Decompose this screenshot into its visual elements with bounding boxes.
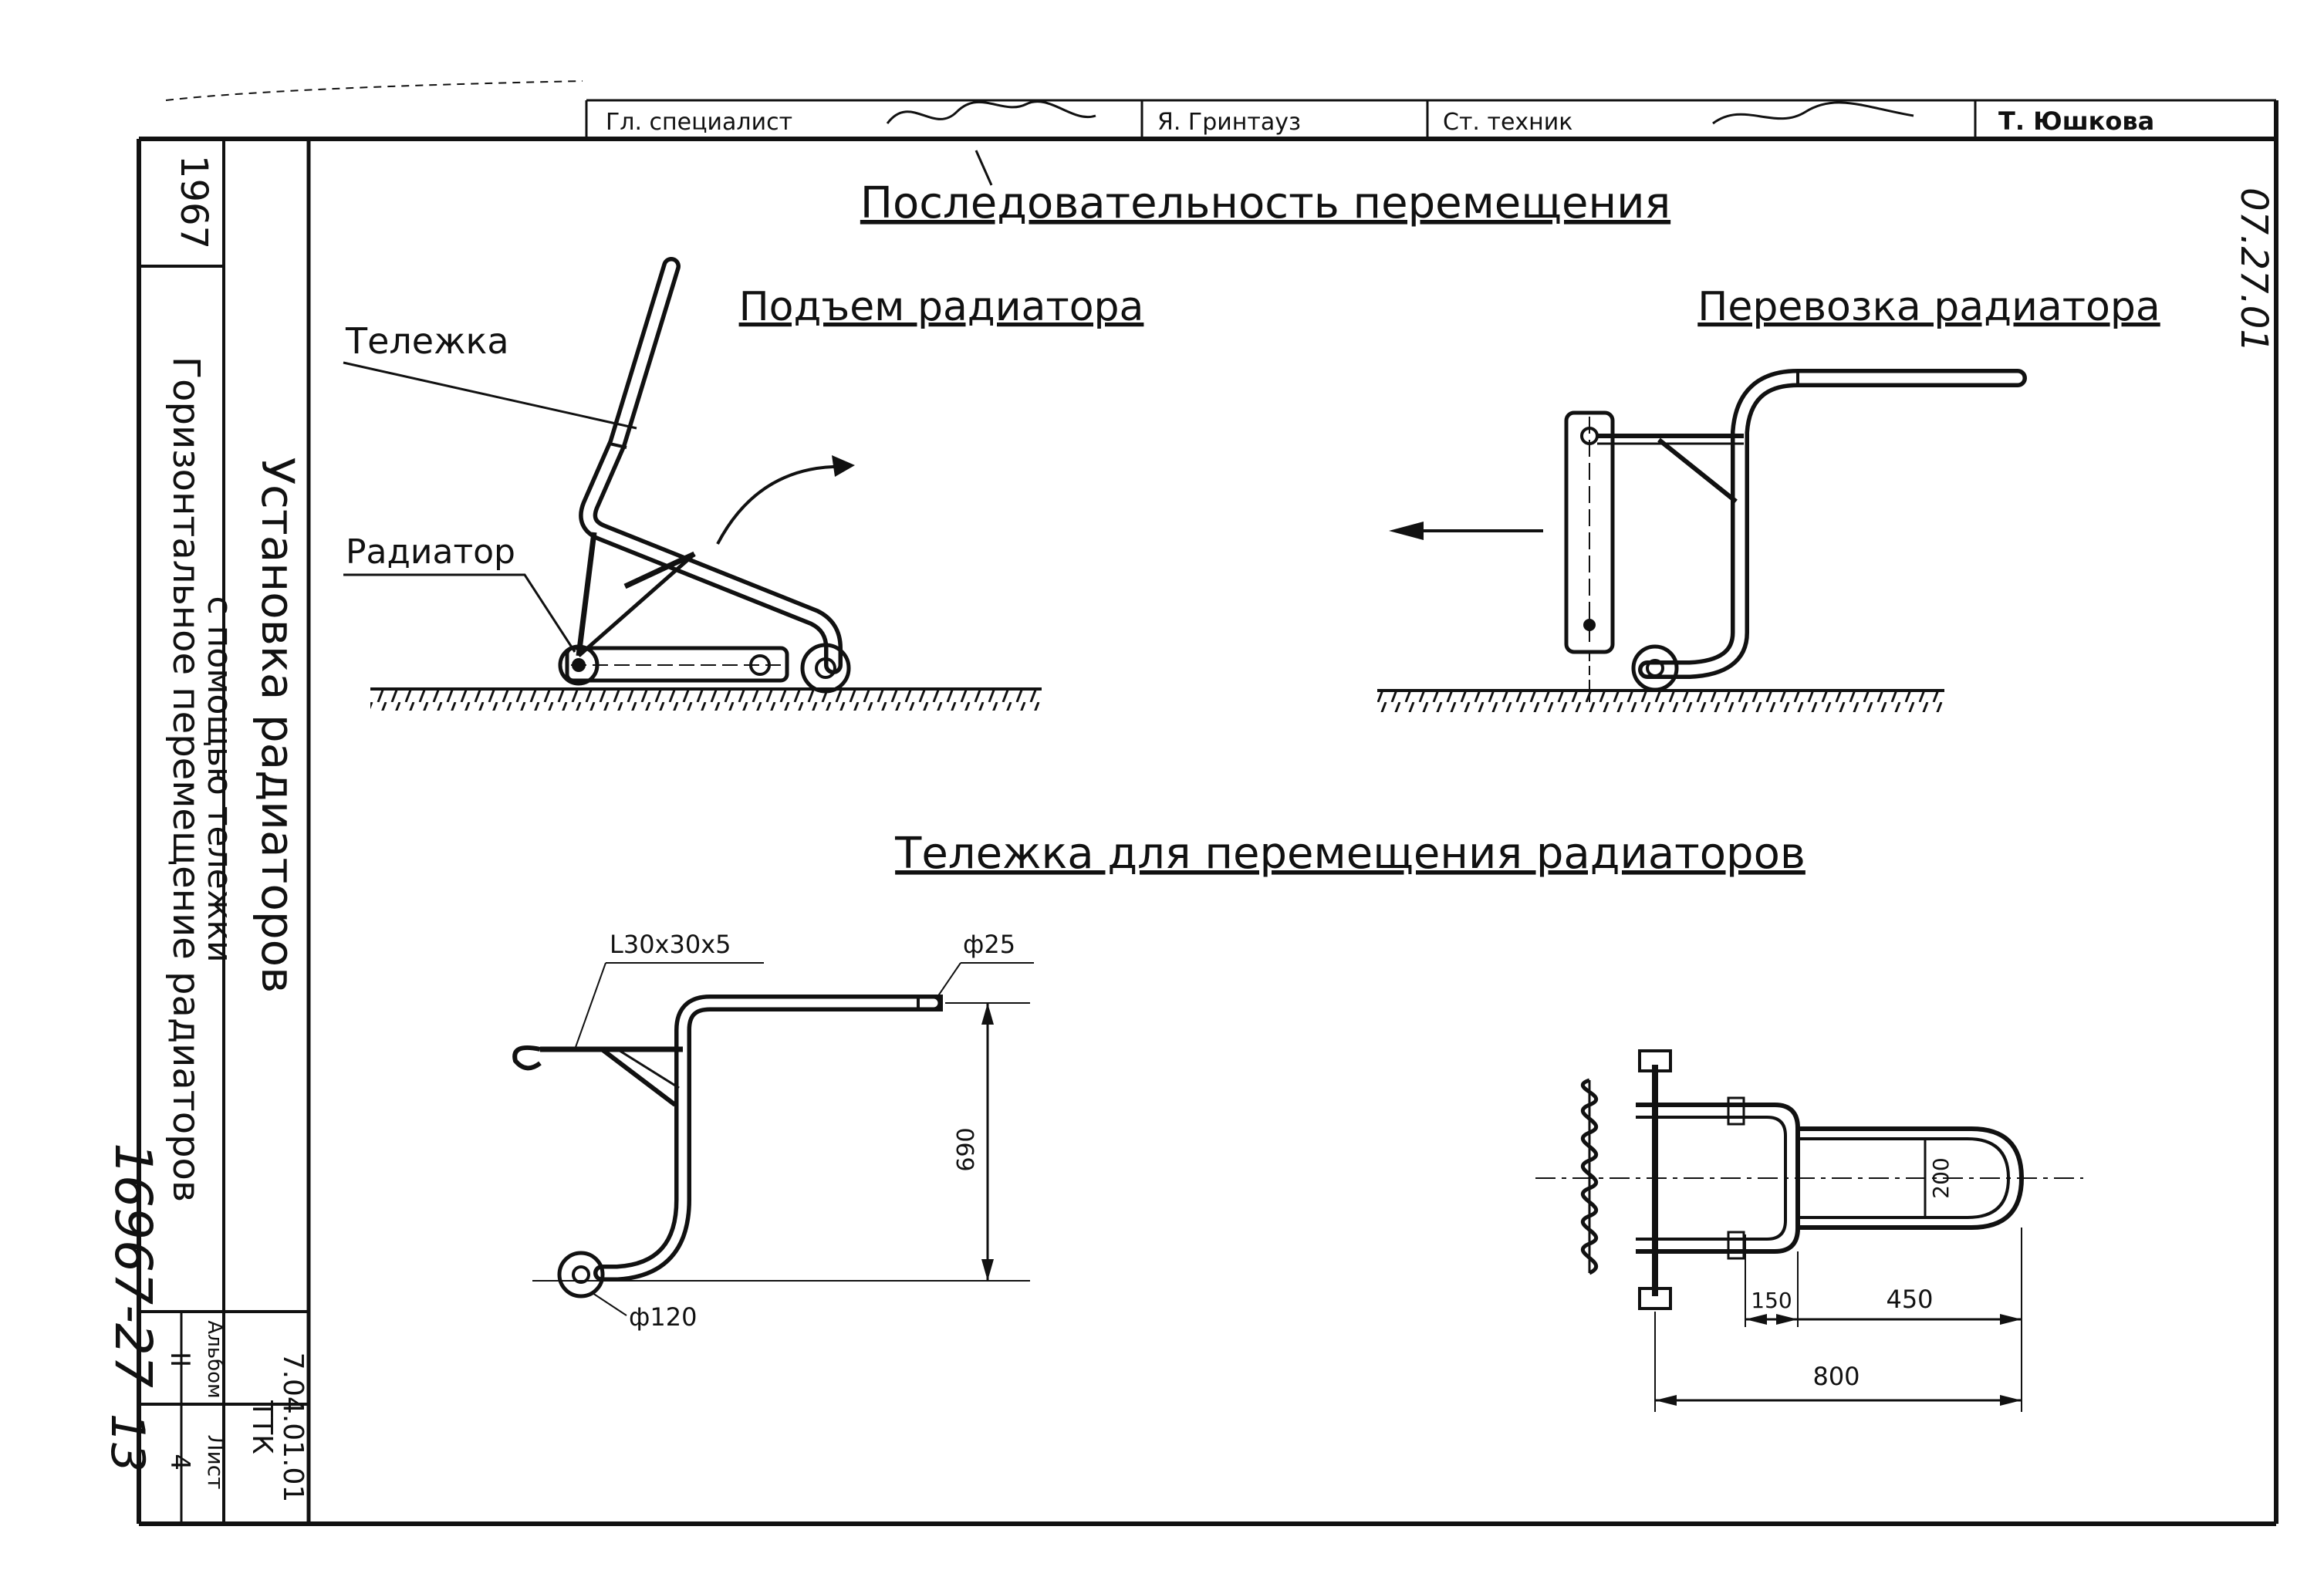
name-grintauz: Я. Гринтауз [1157,109,1301,136]
radiator-lying [565,646,789,683]
role-senior-technician: Ст. техник [1443,109,1572,136]
role-chief-specialist: Гл. специалист [606,109,792,136]
leader-radiator [343,573,576,653]
name-yushkova: Т. Юшкова [1998,106,2154,136]
signature-scribble-2 [1712,101,1914,125]
label-cart: Тележка [345,320,509,362]
sheet-label: Лист [203,1435,228,1490]
dim-800: 800 [1812,1362,1860,1391]
dim-height: 690 [953,1127,980,1171]
cart-lift [558,257,851,694]
section-title: Установка радиаторов [252,458,304,994]
album-value: II [164,1352,195,1367]
view-transport: Перевозка радиатора [1377,284,2160,712]
topic-line-1: Горизонтальное перемещение радиаторов [164,356,208,1202]
signature-scribble-1 [886,100,1096,124]
stamp-number: 07.27.01 [2232,187,2275,353]
leader-cart [343,361,637,430]
signature-strip: Гл. специалист Я. Гринтауз Ст. техник Т.… [606,100,2154,136]
side-sheet-number: 13 [100,1413,154,1472]
heading-lift: Подъем радиатора [739,284,1144,330]
ground-hatch-lift [370,691,1042,711]
cart-transport [1589,369,2027,702]
side-number: 16967-27 [103,1143,163,1388]
doc-code: ТТК [246,1400,278,1454]
view-cart: Тележка для перемещения радиаторов 690 L… [512,829,2083,1412]
frame [137,80,2278,1526]
year: 1967 [172,155,215,249]
leader-title [975,150,993,186]
doc-number: 7.04.01.01 [277,1353,309,1503]
sheet-value: 4 [164,1454,195,1471]
dim-150: 150 [1751,1288,1792,1313]
direction-arrowhead [1389,522,1424,540]
ground-hatch-transport [1377,692,1944,712]
dim-450: 450 [1886,1285,1933,1314]
cart-plan-view [1535,1049,2083,1310]
topic-line-2: с помощью тележки [200,596,239,962]
view-lift: Подъем радиатора Тележк [343,257,1144,711]
label-angle-profile: L30x30x5 [610,930,731,959]
heading-transport: Перевозка радиатора [1697,284,2160,330]
label-wheel-dia: ф120 [629,1302,697,1332]
title-block: 1967 Горизонтальное перемещение радиатор… [164,155,309,1502]
cart-side-elevation [512,995,943,1299]
rotation-arrow [716,464,850,545]
dim-width: 200 [1928,1157,1954,1198]
label-radiator: Радиатор [346,532,515,572]
album-label: Альбом [203,1320,226,1398]
rotation-arrowhead [832,455,855,477]
leader-angle [574,962,606,1050]
label-pipe-dia: ф25 [963,930,1015,959]
heading-cart: Тележка для перемещения радиаторов [894,829,1805,879]
sheet-title: Последовательность перемещения [860,178,1670,228]
